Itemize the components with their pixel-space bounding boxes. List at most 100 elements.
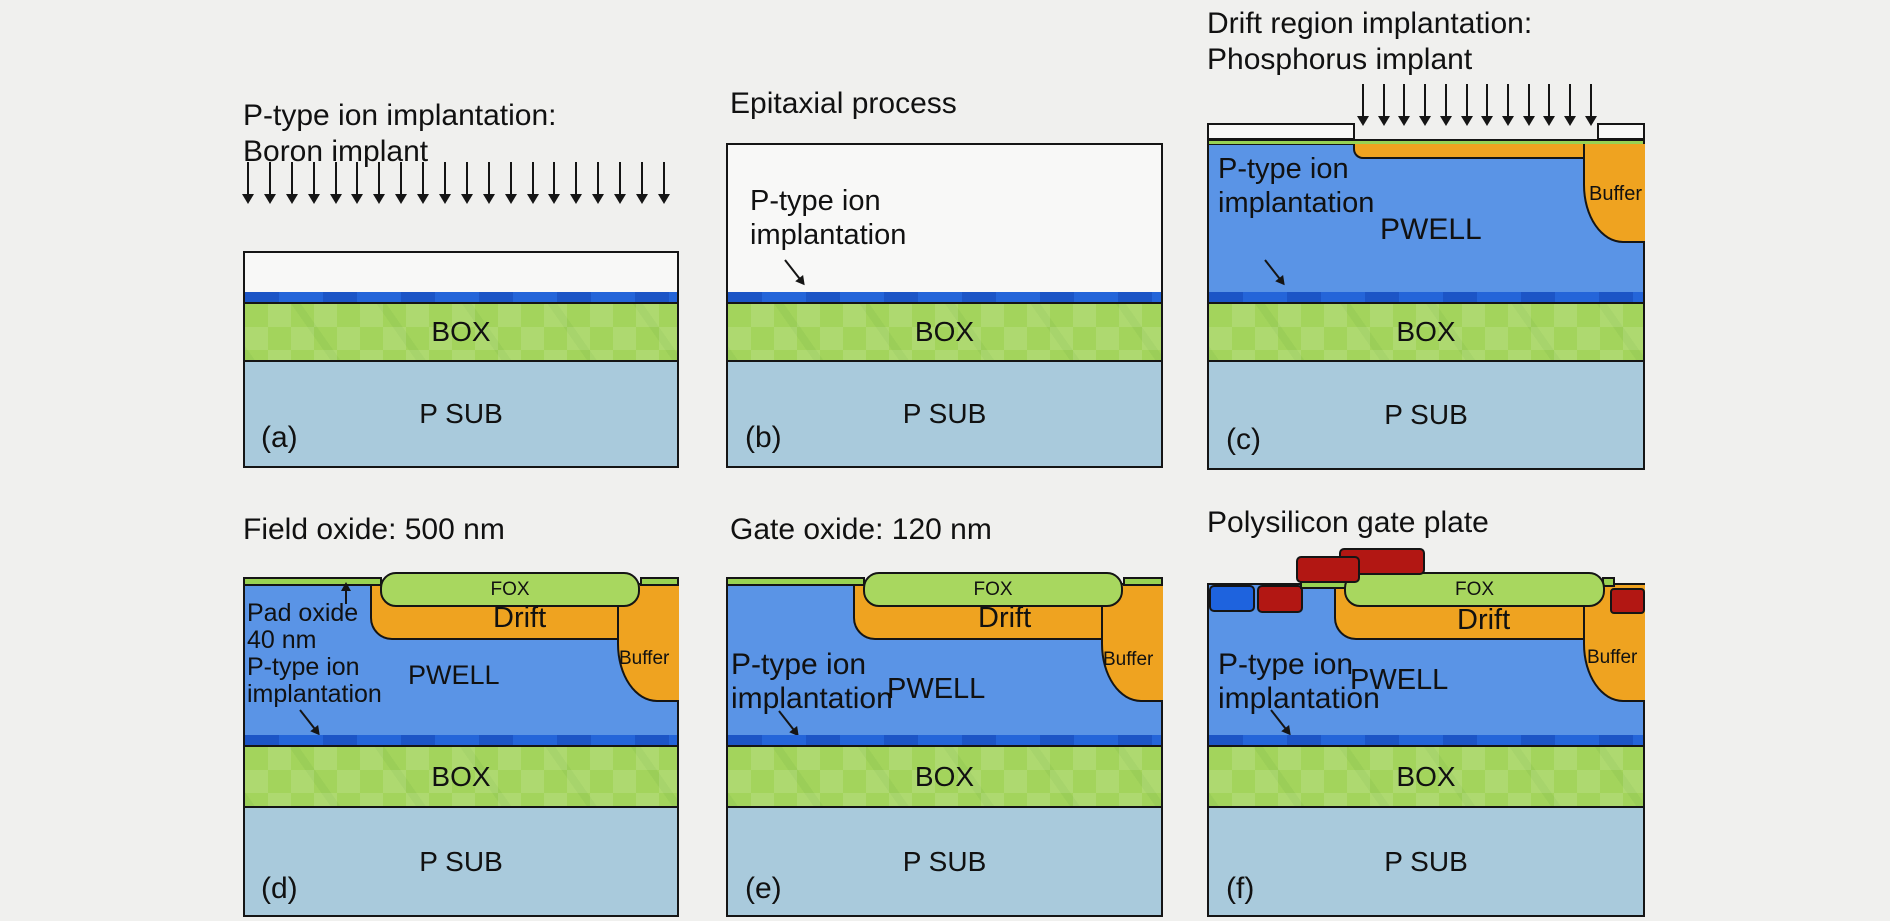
ion-beam-arrow-icon bbox=[242, 162, 254, 204]
pad-oxide-layer-right bbox=[640, 577, 679, 586]
ion-beam-arrow-icon bbox=[1439, 84, 1452, 126]
drift-label: Drift bbox=[1457, 604, 1511, 636]
panel-letter: (e) bbox=[745, 872, 782, 905]
fox-label: FOX bbox=[973, 578, 1013, 600]
ion-beam-arrow-icon bbox=[1543, 84, 1556, 126]
pwell-label: PWELL bbox=[408, 660, 500, 690]
psub-layer: P SUB bbox=[243, 808, 679, 917]
panel-b-title: Epitaxial process bbox=[730, 87, 957, 120]
ion-beam-arrow-icon bbox=[1419, 84, 1432, 126]
panel-e-title: Gate oxide: 120 nm bbox=[730, 513, 992, 546]
drain-contact-region bbox=[1610, 588, 1645, 614]
box-label: BOX bbox=[914, 760, 975, 792]
psub-layer: P SUB bbox=[1207, 362, 1645, 470]
ion-beam-arrow-icon bbox=[570, 162, 583, 204]
psub-label: P SUB bbox=[1384, 845, 1468, 877]
box-label: BOX bbox=[1396, 760, 1456, 792]
p-implant-line bbox=[243, 735, 679, 745]
source-contact-region bbox=[1209, 585, 1255, 612]
body-contact-region bbox=[1257, 585, 1303, 613]
box-label: BOX bbox=[914, 316, 975, 347]
ion-beam-arrow-icon bbox=[592, 162, 605, 204]
gate-oxide-layer-right bbox=[1123, 577, 1163, 586]
drift-label: Drift bbox=[493, 602, 547, 634]
fox-label: FOX bbox=[490, 578, 530, 600]
box-oxide-layer: BOX bbox=[726, 302, 1163, 362]
p-implant-line bbox=[726, 292, 1163, 302]
poly-gate-lower-plate bbox=[1296, 556, 1360, 583]
panel-d-title: Field oxide: 500 nm bbox=[243, 513, 505, 546]
ion-beam-arrow-icon bbox=[1584, 84, 1597, 126]
ion-beam-arrow-icon bbox=[1502, 84, 1515, 126]
ion-beam-arrow-icon bbox=[395, 162, 408, 204]
epi-silicon-layer bbox=[243, 251, 679, 292]
p-implant-line bbox=[1207, 735, 1645, 745]
ion-beam-arrow-icon bbox=[1481, 84, 1494, 126]
psub-layer: P SUB bbox=[243, 362, 679, 468]
panel-letter: (c) bbox=[1226, 423, 1261, 456]
p-implant-line bbox=[1207, 292, 1645, 302]
ion-beam-arrow-icon bbox=[307, 162, 320, 204]
buffer-label: Buffer bbox=[1589, 183, 1642, 205]
ion-beam-arrow-icon bbox=[285, 162, 298, 204]
box-label: BOX bbox=[431, 760, 491, 792]
ion-implant-arrows bbox=[1357, 84, 1597, 126]
buffer-label: Buffer bbox=[1103, 649, 1154, 670]
ion-beam-arrow-icon bbox=[329, 162, 342, 204]
ion-implant-arrows bbox=[242, 162, 670, 204]
ion-beam-arrow-icon bbox=[657, 162, 670, 204]
ion-beam-arrow-icon bbox=[417, 162, 430, 204]
psub-label: P SUB bbox=[419, 398, 503, 429]
implant-mask-right bbox=[1597, 123, 1645, 140]
pwell-label: PWELL bbox=[1380, 213, 1482, 246]
pwell-label: PWELL bbox=[887, 673, 986, 705]
ion-beam-arrow-icon bbox=[1398, 84, 1411, 126]
pad-oxide-pointer-arrow-icon bbox=[341, 582, 351, 604]
ion-beam-arrow-icon bbox=[460, 162, 473, 204]
drift-region bbox=[1353, 144, 1645, 159]
ion-beam-arrow-icon bbox=[1460, 84, 1473, 126]
ion-beam-arrow-icon bbox=[439, 162, 452, 204]
epi-silicon-layer bbox=[726, 143, 1163, 292]
psub-label: P SUB bbox=[902, 398, 987, 429]
panel-letter: (b) bbox=[745, 421, 782, 454]
ion-beam-arrow-icon bbox=[614, 162, 627, 204]
box-oxide-layer: BOX bbox=[1207, 745, 1645, 808]
ion-beam-arrow-icon bbox=[526, 162, 539, 204]
panel-f-title: Polysilicon gate plate bbox=[1207, 506, 1489, 539]
panel-a-title: P-type ion implantation:Boron implant bbox=[243, 99, 557, 168]
pwell-layer bbox=[1207, 145, 1645, 292]
box-oxide-layer: BOX bbox=[243, 302, 679, 362]
fox-label: FOX bbox=[1454, 578, 1495, 600]
pad-oxide-layer bbox=[243, 577, 382, 586]
box-oxide-layer: BOX bbox=[726, 745, 1163, 808]
implant-mask-left bbox=[1207, 123, 1355, 140]
box-oxide-layer: BOX bbox=[243, 745, 679, 808]
drift-label: Drift bbox=[978, 602, 1032, 634]
psub-label: P SUB bbox=[902, 845, 987, 877]
box-label: BOX bbox=[1396, 316, 1456, 347]
ion-beam-arrow-icon bbox=[1377, 84, 1390, 126]
psub-label: P SUB bbox=[419, 845, 503, 877]
gate-oxide-layer bbox=[726, 577, 865, 586]
pwell-label: PWELL bbox=[1350, 664, 1449, 696]
ion-beam-arrow-icon bbox=[1357, 84, 1369, 126]
fox-region: FOX bbox=[863, 572, 1123, 607]
fox-region: FOX bbox=[380, 572, 640, 607]
buffer-label: Buffer bbox=[619, 648, 670, 669]
fox-region: FOX bbox=[1344, 572, 1605, 607]
panel-letter: (a) bbox=[261, 421, 298, 454]
ion-beam-arrow-icon bbox=[1522, 84, 1535, 126]
p-implant-line bbox=[726, 735, 1163, 745]
p-implant-line bbox=[243, 292, 679, 302]
panel-letter: (d) bbox=[261, 872, 298, 905]
ion-beam-arrow-icon bbox=[263, 162, 276, 204]
ion-beam-arrow-icon bbox=[482, 162, 495, 204]
psub-label: P SUB bbox=[1384, 399, 1468, 430]
